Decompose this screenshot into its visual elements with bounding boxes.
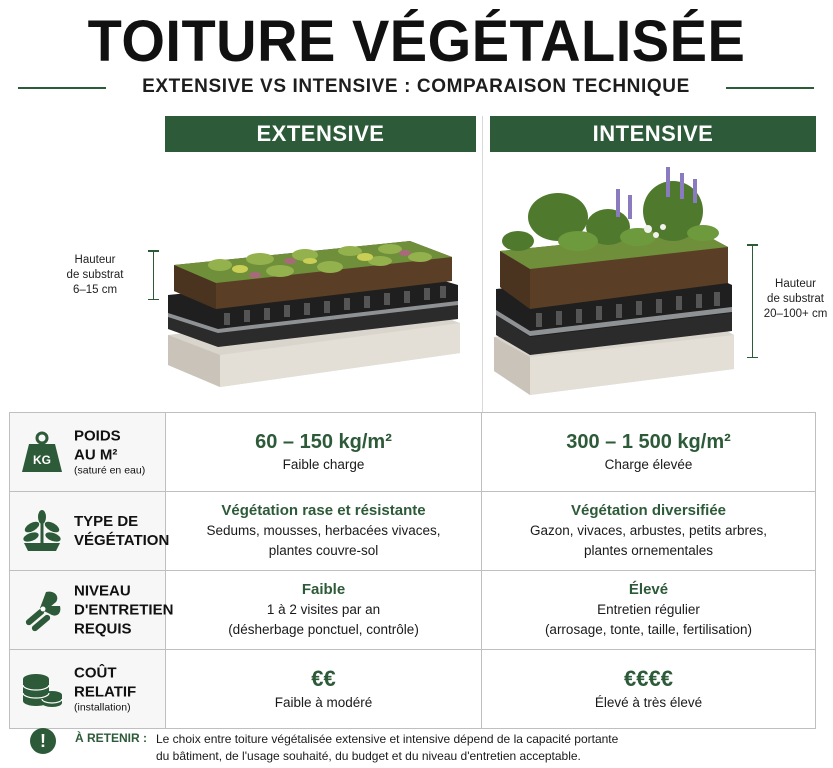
table-row: TYPE DE VÉGÉTATION Végétation rase et ré… xyxy=(9,491,816,571)
column-divider xyxy=(482,116,483,412)
cell-maintenance-intensive: Élevé Entretien régulier (arrosage, tont… xyxy=(481,570,816,650)
column-header-intensive: INTENSIVE xyxy=(490,116,816,152)
cell-vegetation-extensive: Végétation rase et résistante Sedums, mo… xyxy=(165,491,482,571)
coins-icon xyxy=(22,674,63,707)
comparison-table: KG POIDS AU M² (saturé en eau) 60 – 150 … xyxy=(9,412,816,729)
note-key: À RETENIR : xyxy=(75,731,147,745)
subtitle-rule-left xyxy=(18,87,106,89)
cell-cost-extensive: €€ Faible à modéré xyxy=(165,649,482,729)
table-row: COÛT RELATIF (installation) €€ Faible à … xyxy=(9,649,816,729)
intensive-roof-illustration xyxy=(494,167,734,395)
svg-text:KG: KG xyxy=(33,453,51,467)
substrate-height-bracket-intensive xyxy=(747,244,758,358)
row-header-cost: COÛT RELATIF (installation) xyxy=(9,649,166,729)
subtitle-rule-right xyxy=(726,87,814,89)
column-header-extensive: EXTENSIVE xyxy=(165,116,476,152)
weight-icon: KG xyxy=(22,431,62,472)
substrate-height-label-extensive: Hauteur de substrat 6–15 cm xyxy=(66,254,124,296)
row-header-maintenance: NIVEAU D'ENTRETIEN REQUIS xyxy=(9,570,173,650)
cell-weight-intensive: 300 – 1 500 kg/m² Charge élevée xyxy=(481,412,816,492)
cell-maintenance-extensive: Faible 1 à 2 visites par an (désherbage … xyxy=(165,570,482,650)
page-title: TOITURE VÉGÉTALISÉE xyxy=(87,7,746,74)
substrate-height-bracket-extensive xyxy=(148,250,159,300)
cell-vegetation-intensive: Végétation diversifiée Gazon, vivaces, a… xyxy=(481,491,816,571)
cell-cost-intensive: €€€€ Élevé à très élevé xyxy=(481,649,816,729)
pruning-shears-icon xyxy=(25,591,61,632)
row-header-weight: KG POIDS AU M² (saturé en eau) xyxy=(9,412,166,492)
row-header-vegetation: TYPE DE VÉGÉTATION xyxy=(9,491,169,571)
extensive-roof-illustration xyxy=(168,241,460,387)
cell-weight-extensive: 60 – 150 kg/m² Faible charge xyxy=(165,412,482,492)
page-subtitle: EXTENSIVE VS INTENSIVE : COMPARAISON TEC… xyxy=(142,76,690,97)
plant-icon xyxy=(23,510,61,551)
key-takeaway-note: ! À RETENIR : Le choix entre toiture vég… xyxy=(30,728,820,768)
subtitle-row: EXTENSIVE VS INTENSIVE : COMPARAISON TEC… xyxy=(0,76,833,100)
substrate-height-label-intensive: Hauteur de substrat 20–100+ cm xyxy=(763,278,828,320)
table-row: KG POIDS AU M² (saturé en eau) 60 – 150 … xyxy=(9,412,816,492)
table-row: NIVEAU D'ENTRETIEN REQUIS Faible 1 à 2 v… xyxy=(9,570,816,650)
exclamation-icon: ! xyxy=(30,728,56,754)
note-text: Le choix entre toiture végétalisée exten… xyxy=(156,732,619,763)
